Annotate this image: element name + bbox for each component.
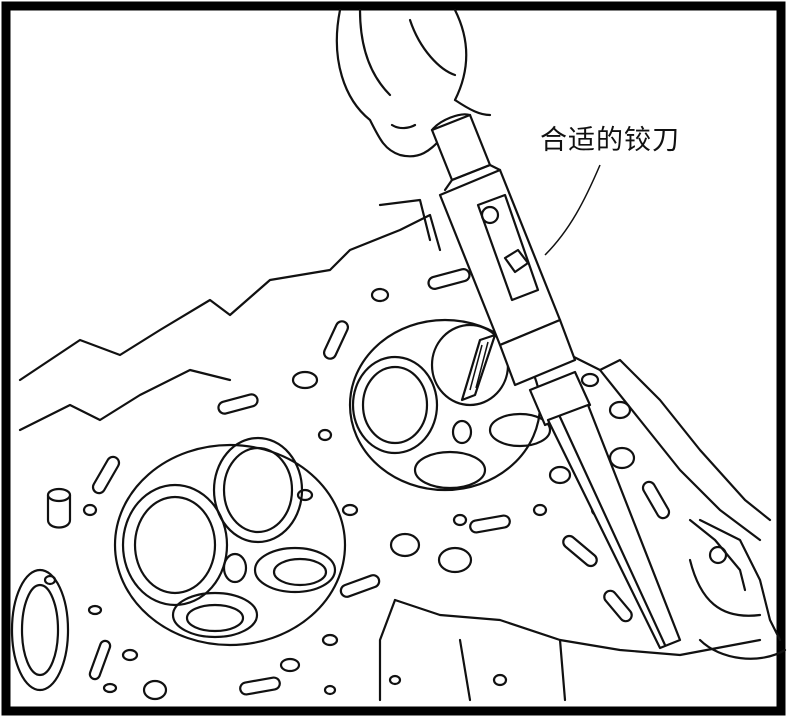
reamer-tool [430, 113, 682, 650]
callout-label: 合适的铰刀 [540, 125, 680, 156]
combustion-chamber-left [113, 436, 347, 647]
stud-left [46, 487, 72, 529]
cylinder-head-body [18, 198, 787, 702]
right-bracket [688, 518, 747, 592]
callout-leader-line [544, 164, 601, 256]
head-holes [10, 268, 671, 701]
